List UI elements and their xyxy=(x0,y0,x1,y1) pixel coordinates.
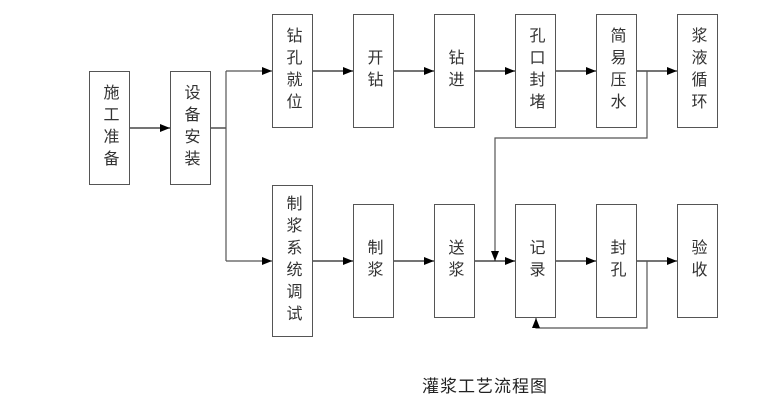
node-mix-label: 制浆 xyxy=(364,239,384,283)
node-drill-label: 钻进 xyxy=(445,49,465,93)
node-water-test: 简易压水 xyxy=(596,14,637,128)
node-accept: 验收 xyxy=(677,204,718,318)
node-plug-label: 孔口封堵 xyxy=(526,27,546,115)
node-start-drill: 开钻 xyxy=(353,14,394,128)
node-accept-label: 验收 xyxy=(688,239,708,283)
node-debug: 制浆系统调试 xyxy=(272,185,313,337)
node-feed: 送浆 xyxy=(434,204,475,318)
node-record-label: 记录 xyxy=(526,239,546,283)
node-water-test-label: 简易压水 xyxy=(607,27,627,115)
node-seal: 封孔 xyxy=(596,204,637,318)
node-prep: 施工准备 xyxy=(89,71,130,185)
node-position-label: 钻孔就位 xyxy=(283,27,303,115)
node-circulate-label: 浆液循环 xyxy=(688,27,708,115)
node-seal-label: 封孔 xyxy=(607,239,627,283)
node-prep-label: 施工准备 xyxy=(100,84,120,172)
node-plug: 孔口封堵 xyxy=(515,14,556,128)
node-drill: 钻进 xyxy=(434,14,475,128)
node-install: 设备安装 xyxy=(170,71,211,185)
node-install-label: 设备安装 xyxy=(181,84,201,172)
diagram-title: 灌浆工艺流程图 xyxy=(422,377,548,397)
node-position: 钻孔就位 xyxy=(272,14,313,128)
node-mix: 制浆 xyxy=(353,204,394,318)
node-start-drill-label: 开钻 xyxy=(364,49,384,93)
node-debug-label: 制浆系统调试 xyxy=(283,195,303,327)
node-record: 记录 xyxy=(515,204,556,318)
edge-seal-record-feedback xyxy=(532,261,648,329)
node-feed-label: 送浆 xyxy=(445,239,465,283)
edge-watertest-record xyxy=(491,71,648,261)
node-circulate: 浆液循环 xyxy=(677,14,718,128)
